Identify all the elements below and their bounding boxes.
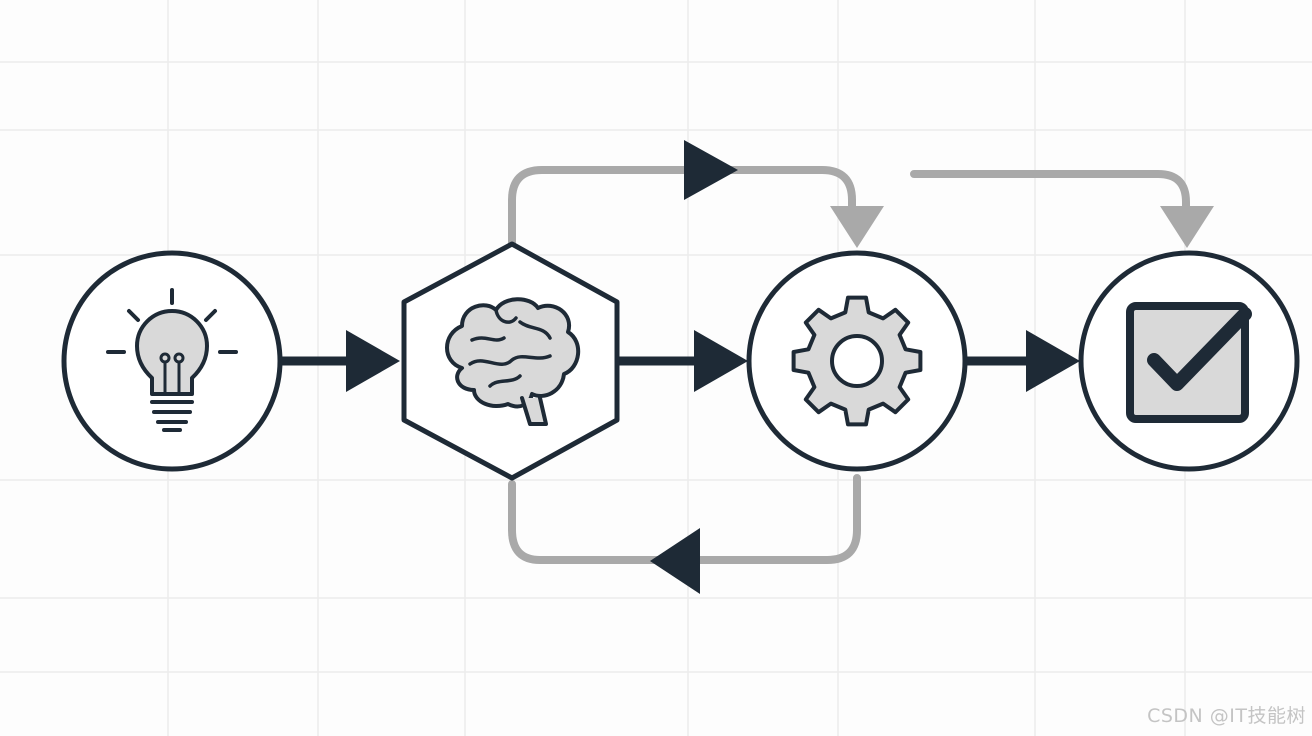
lightbulb-icon [106,288,238,432]
arrowhead-1 [346,330,400,392]
gray-arrowhead-down [1160,206,1214,248]
gray-edge-process-to-done [910,170,1214,248]
loop-arrowhead-left [650,528,700,594]
loop-edge-process-to-think [508,474,861,594]
node-process [746,250,968,472]
arrowhead-3 [1026,330,1080,392]
edge-think-to-process [618,330,748,392]
loop-arrowhead-right [684,140,738,200]
gear-icon [791,295,923,427]
loop-edge-think-to-process [508,140,884,250]
checkbox-icon [1126,302,1252,423]
arrowhead-2 [694,330,748,392]
node-idea [61,250,283,472]
edge-idea-to-think [282,330,400,392]
watermark-text: CSDN @IT技能树 [1147,705,1306,727]
node-done [1078,250,1300,472]
brain-icon [445,297,580,426]
edge-process-to-done [964,330,1080,392]
node-think [401,241,620,481]
loop-arrowhead-down [830,206,884,248]
